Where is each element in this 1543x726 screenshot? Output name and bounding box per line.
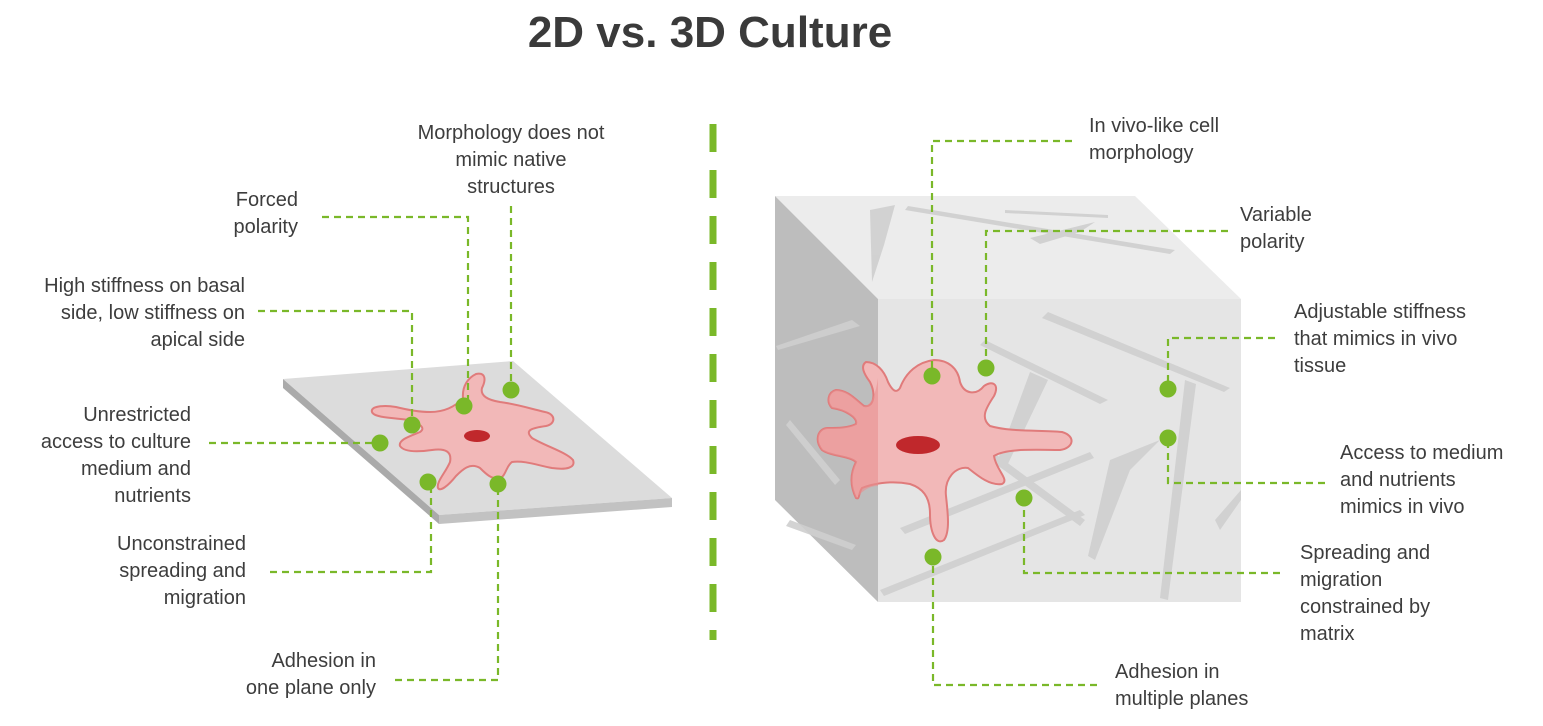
dot-3d-access	[1159, 429, 1177, 447]
2d-leader-lines	[209, 206, 513, 682]
label-3d-morphology: In vivo-like cell morphology	[1089, 115, 1220, 164]
label-2d-morphology: Morphology does not mimic native structu…	[417, 122, 605, 198]
label-3d-polarity: Variable polarity	[1240, 204, 1312, 253]
dot-2d-morphology	[502, 381, 520, 399]
dot-3d-adhesion	[924, 548, 942, 566]
3d-marker-dots	[923, 359, 1177, 566]
leader-3d-polarity	[984, 229, 1228, 366]
2d-marker-dots	[371, 381, 520, 493]
label-2d-spreading: Unconstrained spreading and migration	[117, 533, 246, 609]
label-2d-stiffness: High stiffness on basal side, low stiffn…	[44, 275, 245, 351]
leader-3d-stiffness	[1166, 336, 1275, 386]
leader-3d-morphology	[930, 139, 1072, 372]
3d-leader-lines	[930, 139, 1325, 687]
label-2d-access: Unrestricted access to culture medium an…	[40, 404, 191, 507]
label-2d-adhesion: Adhesion in one plane only	[245, 650, 376, 699]
3d-nucleus	[896, 436, 940, 454]
cube-left-face	[775, 196, 878, 602]
dot-3d-morphology	[923, 367, 941, 385]
matrix-fibers	[776, 205, 1241, 600]
label-3d-access: Access to medium and nutrients mimics in…	[1340, 442, 1504, 518]
label-2d-polarity: Forced polarity	[233, 189, 298, 238]
leader-2d-stiffness	[258, 309, 414, 425]
leader-2d-adhesion	[395, 484, 500, 682]
diagram-title: 2D vs. 3D Culture	[527, 8, 893, 57]
leader-3d-spreading	[1022, 500, 1280, 575]
dot-3d-stiffness	[1159, 380, 1177, 398]
leader-2d-spreading	[270, 482, 433, 574]
3d-cell	[816, 358, 1073, 543]
label-3d-adhesion: Adhesion in multiple planes	[1115, 661, 1249, 710]
leader-3d-adhesion	[931, 560, 1097, 687]
label-3d-stiffness: Adjustable stiffness that mimics in vivo…	[1294, 301, 1466, 377]
cube-top-face	[775, 196, 1241, 299]
dot-2d-adhesion	[489, 475, 507, 493]
dot-2d-polarity	[455, 397, 473, 415]
dot-2d-stiffness	[403, 416, 421, 434]
2d-nucleus	[464, 430, 490, 442]
dot-2d-spreading	[419, 473, 437, 491]
dot-3d-polarity	[977, 359, 995, 377]
2d-cell	[370, 372, 575, 491]
dot-3d-spreading	[1015, 489, 1033, 507]
leader-2d-polarity	[322, 215, 470, 406]
dot-2d-access	[371, 434, 389, 452]
label-3d-spreading: Spreading and migration constrained by m…	[1300, 542, 1431, 645]
3d-cell-shadow-part	[817, 378, 878, 498]
leader-3d-access	[1166, 440, 1325, 485]
